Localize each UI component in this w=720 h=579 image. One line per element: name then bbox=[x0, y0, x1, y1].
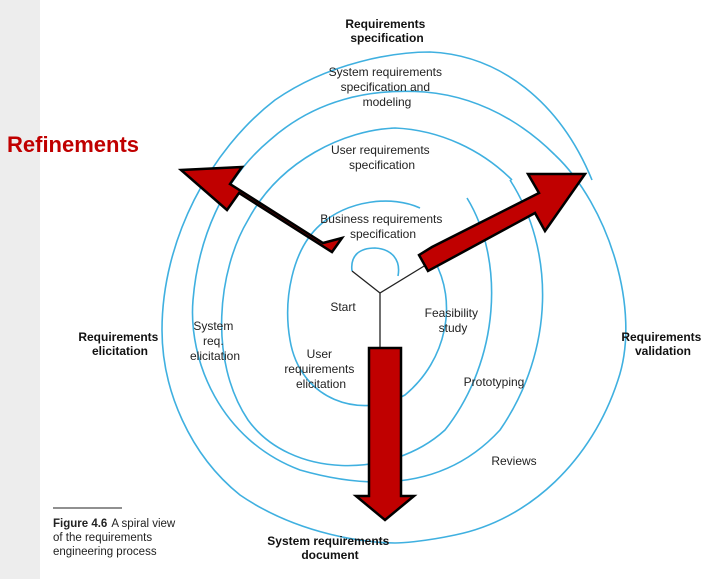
label-system-requirements-specification-modeling: System requirements specification and mo… bbox=[329, 65, 446, 109]
label-user-requirements-elicitation: User requirements elicitation bbox=[284, 347, 357, 391]
caption-line-1: A spiral view bbox=[111, 518, 176, 530]
label-business-requirements-specification: Business requirements specification bbox=[320, 212, 445, 241]
figure-caption: Figure 4.6 A spiral view of the requireme… bbox=[53, 507, 176, 558]
center-spokes bbox=[351, 259, 435, 350]
refinement-arrow-down bbox=[352, 346, 418, 522]
side-strip bbox=[0, 0, 40, 579]
spiral-ring-4 bbox=[191, 90, 556, 483]
spiral-ring-3 bbox=[220, 127, 513, 467]
spiral-ring-inner bbox=[350, 247, 400, 277]
label-requirements-specification: Requirements specification bbox=[345, 17, 428, 45]
label-prototyping: Prototyping bbox=[464, 375, 525, 389]
label-start: Start bbox=[330, 300, 356, 314]
refinement-arrow-left bbox=[177, 165, 346, 254]
label-requirements-elicitation: Requirements elicitation bbox=[78, 330, 161, 358]
caption-line-2: of the requirements bbox=[53, 532, 152, 544]
label-requirements-validation: Requirements validation bbox=[621, 330, 704, 358]
refinement-arrow-right bbox=[417, 172, 588, 273]
spiral-ring-outer bbox=[161, 51, 627, 544]
label-feasibility-study: Feasibility study bbox=[425, 306, 482, 335]
label-system-requirements-document: System requirements document bbox=[267, 534, 392, 562]
label-reviews: Reviews bbox=[491, 454, 536, 468]
spiral-rings bbox=[161, 51, 627, 544]
label-system-req-elicitation: System req. elicitation bbox=[190, 319, 240, 363]
spiral-ring-2 bbox=[286, 200, 448, 407]
caption-figure-number: Figure 4.6 bbox=[53, 518, 107, 530]
label-user-requirements-specification: User requirements specification bbox=[331, 143, 433, 172]
refinements-headline: Refinements bbox=[7, 132, 139, 157]
svg-text:Figure 4.6A spiral view: Figure 4.6 A spiral view bbox=[53, 518, 176, 530]
caption-line-3: engineering process bbox=[53, 546, 157, 558]
